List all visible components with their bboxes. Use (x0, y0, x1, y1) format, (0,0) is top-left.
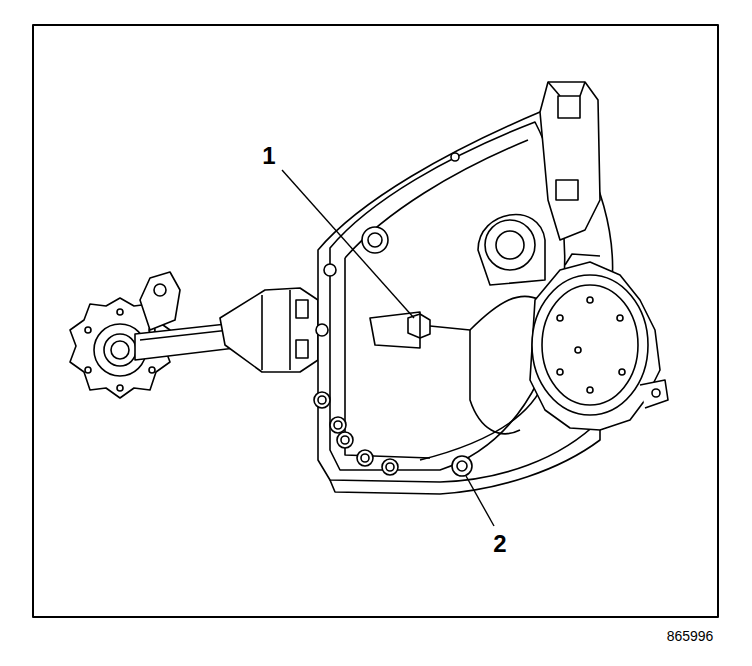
leader-lines (282, 170, 494, 526)
fill-plug (408, 314, 430, 338)
right-hub (530, 254, 668, 430)
upper-mount (540, 82, 600, 240)
figure-code: 865996 (667, 629, 714, 643)
mount-bushing (478, 215, 545, 285)
housing-face (330, 122, 565, 470)
callout-number: 2 (493, 532, 506, 556)
figure-frame (33, 25, 718, 617)
callout-number: 1 (262, 144, 275, 168)
drain-plug (452, 456, 472, 476)
axle-bracket (140, 272, 180, 330)
tube-collar (220, 288, 318, 372)
cover-bolts (314, 264, 398, 475)
